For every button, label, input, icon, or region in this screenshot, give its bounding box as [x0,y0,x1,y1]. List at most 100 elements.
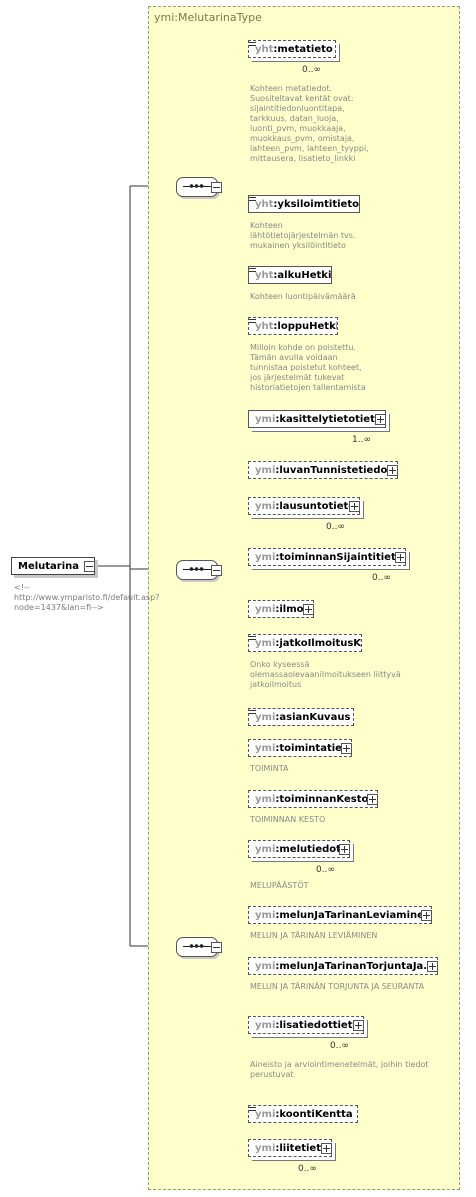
element-toiminnankesto[interactable]: ymi:toiminnanKesto [248,790,378,808]
expand-icon[interactable] [387,465,398,476]
element-name: :liitetieto [275,1143,328,1154]
simple-type-icon [249,318,256,325]
element-melutiedot[interactable]: ymi:melutiedot [248,840,350,858]
element-toimintatieto[interactable]: ymi:toimintatieto [248,739,352,757]
cardinality-label: 0..∞ [316,865,335,875]
element-kasittelytietotieto[interactable]: ymi:kasittelytietotieto [248,410,386,428]
namespace-prefix: yht [255,44,274,55]
collapse-icon[interactable] [211,942,222,953]
element-documentation: MELUN JA TÄRINÄN TORJUNTA JA SEURANTA [250,982,425,991]
collapse-icon[interactable] [84,561,95,572]
element-documentation: TOIMINNAN KESTO [250,815,326,824]
element-name: :kasittelytietotieto [275,414,382,425]
cardinality-label: 0..∞ [326,522,345,532]
expand-icon[interactable] [303,604,314,615]
simple-type-icon [249,635,256,642]
element-lausuntotieto[interactable]: ymi:lausuntotieto [248,497,360,515]
element-documentation: Kohteen metatiedot. Suositeltavat kentät… [250,84,369,163]
expand-icon[interactable] [427,961,438,972]
namespace-prefix: ymi [255,961,276,972]
expand-icon[interactable] [421,910,432,921]
element-yksiloimtitieto[interactable]: yht:yksiloimtitieto [248,195,360,213]
element-luvantunnistetiedot[interactable]: ymi:luvanTunnistetiedot [248,461,398,479]
simple-type-icon [249,709,256,716]
expand-icon[interactable] [367,794,378,805]
element-name: :ilmoittaja [275,604,313,615]
element-name: :toimintatieto [275,743,352,754]
element-jatkoilmoituskytkin[interactable]: ymi:jatkoIlmoitusKytkin [248,634,362,652]
namespace-prefix: ymi [255,414,276,425]
element-melunjatarinanleviaminen[interactable]: ymi:melunJaTarinanLeviaminen [248,906,432,924]
namespace-prefix: ymi [255,552,276,563]
namespace-prefix: ymi [255,1020,276,1031]
expand-icon[interactable] [395,552,406,563]
sequence-dots-icon [189,567,205,571]
root-element-box[interactable]: Melutarina [11,557,95,575]
element-name: :lisatiedottieto [275,1020,360,1031]
element-name: :alkuHetki [273,270,332,281]
element-documentation: MELUPÄÄSTÖT [250,881,309,890]
root-comment: <!--http://www.ymparisto.fi/default.asp?… [14,583,160,612]
sequence-compositor-3 [176,937,218,957]
namespace-prefix: yht [255,321,274,332]
element-name: :melutiedot [275,844,341,855]
simple-type-icon [249,1106,256,1113]
element-toiminnansijaintitieto[interactable]: ymi:toiminnanSijaintitieto [248,548,406,566]
element-documentation: Kohteen lähtötietojärjestelmän tvs. muka… [250,221,356,250]
expand-icon[interactable] [353,1020,364,1031]
cardinality-label: 1..∞ [352,435,371,445]
collapse-icon[interactable] [211,182,222,193]
simple-type-icon [249,41,256,48]
element-name: :toiminnanSijaintitieto [275,552,403,563]
cardinality-label: 0..∞ [372,573,391,583]
element-name: :asianKuvaus [275,712,351,723]
element-lisatiedottieto[interactable]: ymi:lisatiedottieto [248,1016,364,1034]
element-name: :melunJaTarinanTorjuntaJa... [275,961,435,972]
namespace-prefix: ymi [255,501,276,512]
complex-type-title: ymi:MelutarinaType [154,11,262,24]
expand-icon[interactable] [321,1143,332,1154]
sequence-compositor-1 [176,177,218,197]
root-element-label: Melutarina [18,561,80,572]
namespace-prefix: ymi [255,794,276,805]
simple-type-icon [249,267,256,274]
namespace-prefix: ymi [255,638,276,649]
expand-icon[interactable] [349,501,360,512]
namespace-prefix: yht [255,199,274,210]
element-name: :luvanTunnistetiedot [275,465,393,476]
sequence-dots-icon [189,184,205,188]
simple-type-icon [249,196,256,203]
namespace-prefix: ymi [255,604,276,615]
element-loppuhetki[interactable]: yht:loppuHetki [248,317,338,335]
element-name: :yksiloimtitieto [273,199,359,210]
cardinality-label: 0..∞ [298,1164,317,1174]
namespace-prefix: ymi [255,465,276,476]
element-documentation: Aineisto ja arviointimenetelmät, joihin … [250,1060,429,1079]
element-name: :toiminnanKesto [275,794,369,805]
element-documentation: MELUN JA TÄRINÄN LEVIÄMINEN [250,931,378,940]
element-melunjatarinantorjuntaja[interactable]: ymi:melunJaTarinanTorjuntaJa... [248,957,438,975]
cardinality-label: 0..∞ [302,65,321,75]
element-name: :metatieto [273,44,333,55]
expand-icon[interactable] [341,743,352,754]
element-documentation: TOIMINTA [250,764,289,773]
element-documentation: Milloin kohde on poistettu. Tämän avulla… [250,343,366,392]
namespace-prefix: ymi [255,910,276,921]
element-metatieto[interactable]: yht:metatieto [248,40,336,58]
element-asiankuvaus[interactable]: ymi:asianKuvaus [248,708,354,726]
cardinality-label: 0..∞ [330,1041,349,1051]
element-name: :lausuntotieto [275,501,356,512]
element-alkuhetki[interactable]: yht:alkuHetki [248,266,332,284]
element-name: :melunJaTarinanLeviaminen [275,910,432,921]
element-name: :koontiKentta [275,1109,353,1120]
namespace-prefix: ymi [255,712,276,723]
element-liitetieto[interactable]: ymi:liitetieto [248,1139,332,1157]
element-documentation: Onko kyseessä olemassaolevaanilmoituksee… [250,660,401,689]
element-koontikentta[interactable]: ymi:koontiKentta [248,1105,358,1123]
element-name: :loppuHetki [273,321,338,332]
expand-icon[interactable] [339,844,350,855]
collapse-icon[interactable] [211,565,222,576]
expand-icon[interactable] [375,414,386,425]
element-documentation: Kohteen luontipäivämäärä [250,292,356,301]
element-name: :jatkoIlmoitusKytkin [275,638,361,649]
